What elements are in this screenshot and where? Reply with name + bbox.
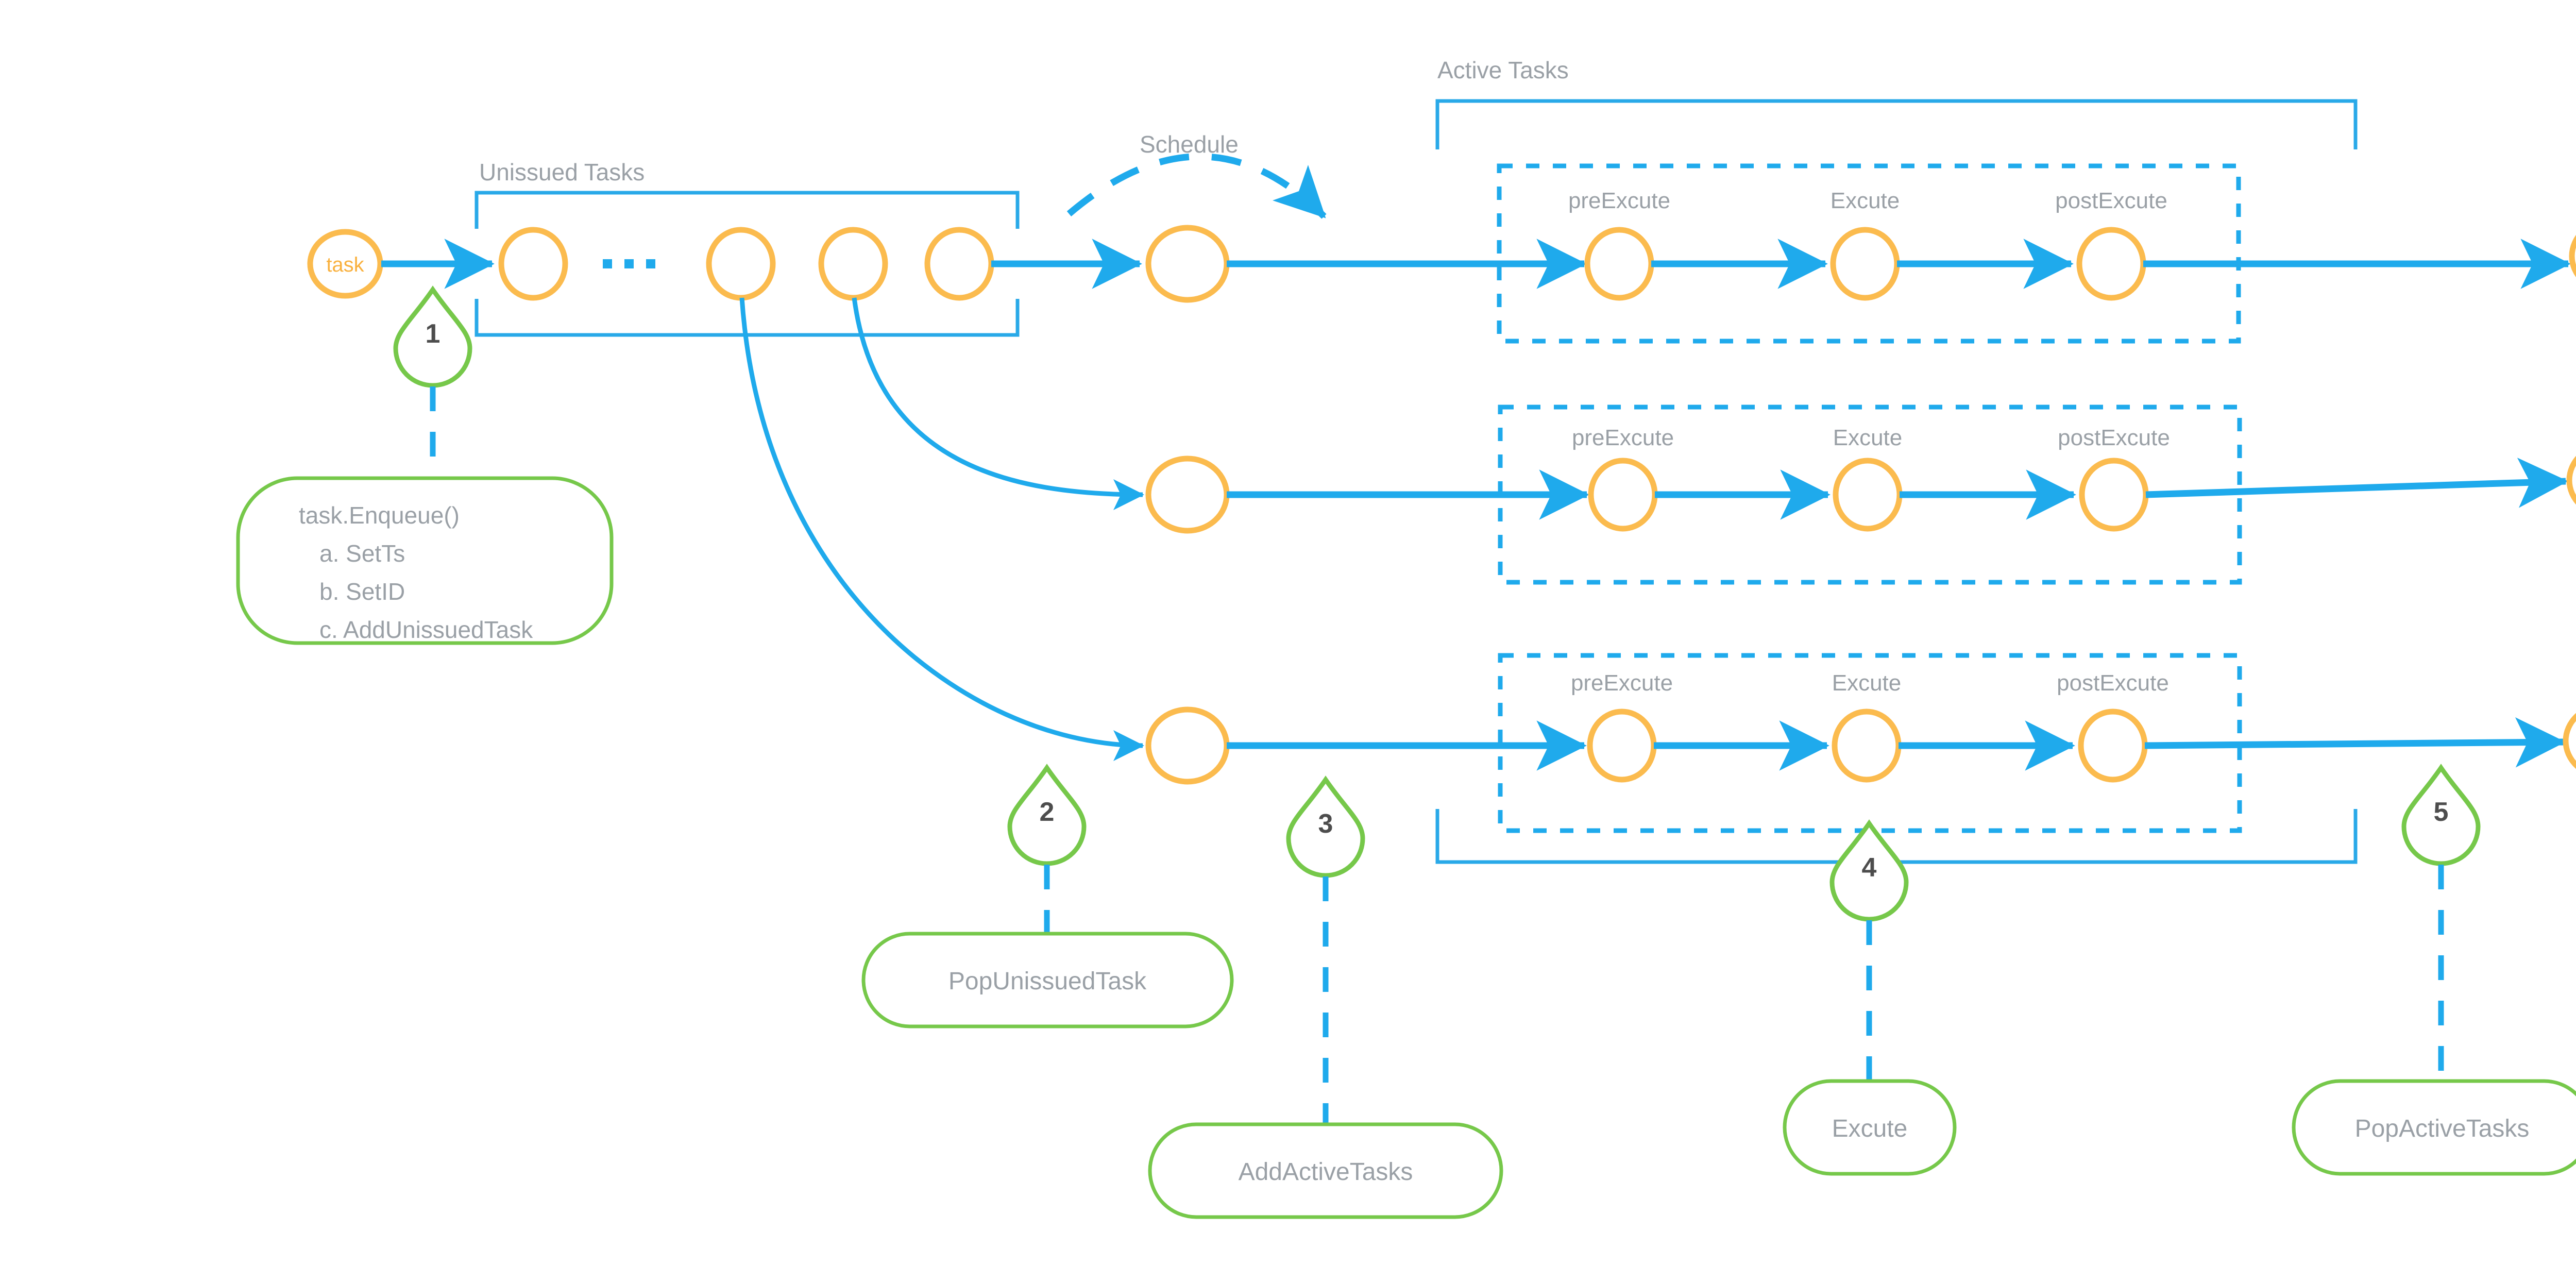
row3-postexcute-node bbox=[2078, 709, 2148, 783]
row-1: preExcute Excute postExcute bbox=[1227, 163, 2576, 344]
marker-1-teardrop[interactable] bbox=[393, 285, 472, 388]
flow-row2-queue-to-schedule bbox=[852, 297, 1144, 510]
marker-2-teardrop[interactable] bbox=[1007, 764, 1087, 866]
row3-excute-label: Excute bbox=[1832, 670, 1902, 696]
row2-postexcute-node bbox=[2079, 458, 2149, 532]
enqueue-callout-box[interactable] bbox=[236, 476, 614, 645]
unissued-node-4 bbox=[924, 227, 994, 301]
row2-flow-post-to-done bbox=[2145, 458, 2568, 508]
row2-preexcute-label: preExcute bbox=[1572, 425, 1674, 450]
row-2: preExcute Excute postExcute bbox=[1227, 404, 2576, 585]
marker-1-group[interactable]: 1 task.Enqueue() a. SetTs b. SetID c. Ad… bbox=[236, 285, 614, 645]
row3-preexcute-node bbox=[1587, 709, 1657, 783]
row2-preexcute-node bbox=[1588, 458, 1658, 532]
active-tasks-top-bracket bbox=[1435, 99, 2358, 149]
task-ellipse bbox=[307, 229, 383, 299]
row3-flow-post-to-done bbox=[2144, 717, 2566, 768]
queue-to-schedule-flows bbox=[739, 239, 1144, 761]
marker-3-group[interactable]: 3 AddActiveTasks bbox=[1148, 775, 1503, 1219]
task-node-label: task bbox=[326, 254, 364, 276]
row1-preexcute-node bbox=[1584, 227, 1654, 301]
row-3: preExcute Excute postExcute bbox=[1227, 653, 2576, 833]
schedule-label: Schedule bbox=[1140, 131, 1239, 158]
row2-postexcute-label: postExcute bbox=[2058, 425, 2170, 450]
unissued-tasks-label: Unissued Tasks bbox=[479, 159, 645, 185]
marker-4-group[interactable]: 4 Excute bbox=[1783, 819, 1957, 1176]
schedule-dashed-arrow bbox=[1066, 153, 1327, 219]
marker-4-teardrop[interactable] bbox=[1829, 819, 1909, 922]
row3-done-node bbox=[2563, 713, 2576, 769]
marker-4-number: 4 bbox=[1862, 853, 1877, 883]
unissued-tasks-top-bracket bbox=[474, 191, 1020, 229]
marker-5-teardrop[interactable] bbox=[2401, 764, 2481, 866]
queue-ellipsis-icon bbox=[603, 259, 655, 268]
pop-unissued-callout-box[interactable] bbox=[861, 932, 1234, 1028]
marker-5-number: 5 bbox=[2434, 797, 2449, 827]
schedule-nodes bbox=[1145, 225, 1230, 785]
row3-preexcute-label: preExcute bbox=[1571, 670, 1673, 696]
marker-5-group[interactable]: 5 PopActiveTasks bbox=[2292, 764, 2576, 1176]
row2-excute-label: Excute bbox=[1833, 425, 1903, 450]
active-tasks-bottom-bracket bbox=[1435, 809, 2358, 864]
enqueue-line-2: b. SetID bbox=[319, 578, 405, 605]
row1-preexcute-label: preExcute bbox=[1568, 188, 1670, 213]
row3-postexcute-label: postExcute bbox=[2057, 670, 2169, 696]
enqueue-line-1: a. SetTs bbox=[319, 540, 405, 567]
schedule-node-row2 bbox=[1145, 456, 1230, 534]
add-active-callout-box[interactable] bbox=[1148, 1122, 1503, 1219]
row1-stage-dashed-box bbox=[1497, 163, 2241, 344]
marker-3-number: 3 bbox=[1318, 809, 1333, 839]
row2-done-node bbox=[2566, 456, 2576, 505]
marker-2-group[interactable]: 2 PopUnissuedTask bbox=[861, 764, 1234, 1028]
row1-postexcute-label: postExcute bbox=[2055, 188, 2167, 213]
flow-row3-queue-to-schedule bbox=[739, 297, 1144, 761]
row1-excute-label: Excute bbox=[1831, 188, 1900, 213]
marker-2-number: 2 bbox=[1040, 797, 1055, 827]
marker-1-number: 1 bbox=[426, 319, 440, 349]
unissued-node-3 bbox=[818, 227, 888, 301]
marker-3-teardrop[interactable] bbox=[1286, 775, 1365, 878]
unissued-node-1 bbox=[498, 227, 568, 301]
add-active-label: AddActiveTasks bbox=[1239, 1158, 1413, 1186]
row1-done-node bbox=[2569, 234, 2576, 278]
unissued-node-2 bbox=[706, 227, 776, 301]
pop-unissued-label: PopUnissuedTask bbox=[948, 968, 1147, 995]
enqueue-line-0: task.Enqueue() bbox=[299, 502, 460, 529]
excute-callout-box[interactable] bbox=[1783, 1079, 1957, 1176]
enqueue-line-3: c. AddUnissuedTask bbox=[319, 616, 533, 643]
excute-callout-label: Excute bbox=[1832, 1115, 1908, 1142]
schedule-node-row3 bbox=[1145, 706, 1230, 785]
pop-active-label: PopActiveTasks bbox=[2355, 1115, 2530, 1142]
row1-postexcute-node bbox=[2076, 227, 2146, 301]
schedule-annotation: Schedule bbox=[1066, 131, 1327, 219]
row1-excute-node bbox=[1830, 227, 1900, 301]
schedule-node-row1 bbox=[1145, 225, 1230, 303]
pop-active-callout-box[interactable] bbox=[2292, 1079, 2576, 1176]
row2-excute-node bbox=[1833, 458, 1903, 532]
task-node: task bbox=[307, 229, 495, 299]
unissued-queue-nodes bbox=[498, 227, 994, 301]
active-tasks-label: Active Tasks bbox=[1437, 57, 1569, 83]
row3-excute-node bbox=[1832, 709, 1902, 783]
